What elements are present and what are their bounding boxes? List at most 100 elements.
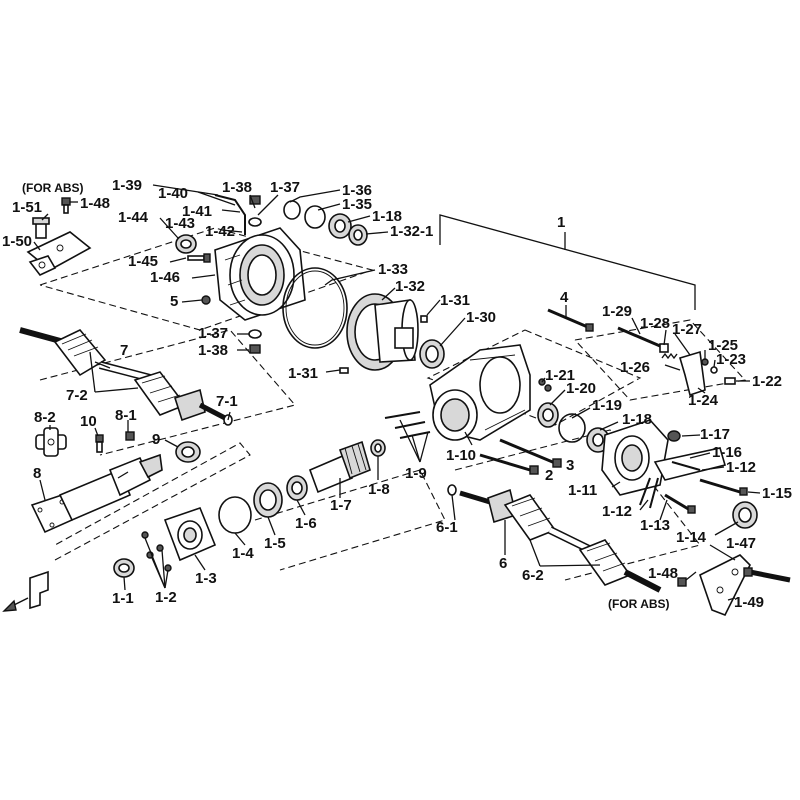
- bearing-1-20: [537, 402, 559, 428]
- label-1-10: 1-10: [446, 447, 476, 464]
- label-4: 4: [560, 289, 569, 306]
- label-1-15: 1-15: [762, 485, 792, 502]
- label-1-12-bottom: 1-12: [602, 503, 632, 520]
- o-ring-1-19: [558, 413, 586, 443]
- washer-1-28: [659, 343, 669, 353]
- bolt-10: [95, 434, 104, 453]
- abs-sensor-top: [32, 217, 50, 239]
- label-1-20: 1-20: [566, 380, 596, 397]
- label-1-27: 1-27: [672, 321, 702, 338]
- bolt-1-48-bottom: [677, 577, 687, 587]
- label-1-40: 1-40: [158, 185, 188, 202]
- washer-1-37-top: [248, 217, 262, 227]
- bolt-1-15: [699, 478, 748, 496]
- label-1-21: 1-21: [545, 367, 575, 384]
- frame-main-right: [426, 329, 642, 426]
- flange-cover-1-3: [163, 506, 217, 562]
- bolt-3: [499, 438, 562, 468]
- oil-seal-9: [175, 441, 201, 463]
- label-1-9: 1-9: [405, 465, 427, 482]
- o-ring-1-35: [304, 205, 326, 229]
- bolt-2: [479, 453, 539, 475]
- bearing-1-18-top: [328, 213, 352, 239]
- o-ring-1-4: [218, 496, 252, 534]
- label-1-7: 1-7: [330, 497, 352, 514]
- drive-shaft-6: [447, 484, 662, 593]
- pin-1-31-bottom: [339, 367, 349, 374]
- label-1-16: 1-16: [712, 444, 742, 461]
- label-7-1: 7-1: [216, 393, 238, 410]
- nut-1-38-bottom: [249, 344, 261, 354]
- label-1-17: 1-17: [700, 426, 730, 443]
- bearing-1-8: [370, 439, 386, 457]
- label-1-11: 1-11: [568, 482, 597, 499]
- label-1-32: 1-32: [395, 278, 425, 295]
- label-6-1: 6-1: [436, 519, 458, 536]
- bolt-1-45: [187, 253, 211, 263]
- label-1-26: 1-26: [620, 359, 650, 376]
- label-1-8: 1-8: [368, 481, 390, 498]
- label-8: 8: [33, 465, 41, 482]
- plug-1-17: [667, 430, 681, 442]
- label-1-28: 1-28: [640, 315, 670, 332]
- oil-seal-1-1: [113, 558, 135, 578]
- bolt-1-9: [384, 411, 431, 439]
- universal-joint-8-2: [35, 427, 67, 457]
- bearing-1-30: [419, 339, 445, 369]
- label-1-47: 1-47: [726, 535, 756, 552]
- assembly-1-bracket: [439, 214, 696, 310]
- label-5: 5: [170, 293, 178, 310]
- label-1-48-top: 1-48: [80, 195, 110, 212]
- pinion-gear-1-7: [308, 440, 371, 494]
- abs-sensor-bracket-bottom: [699, 554, 751, 617]
- frame-axle-left: [39, 329, 296, 456]
- ring-gear-1-32: [346, 293, 419, 371]
- propeller-shaft-8: [30, 453, 163, 534]
- nut-1-38-top: [249, 195, 261, 205]
- label-1-24: 1-24: [688, 392, 719, 409]
- o-ring-1-36: [283, 200, 301, 220]
- label-1-31-top: 1-31: [440, 292, 470, 309]
- frame-front-housing: [39, 227, 374, 331]
- label-1-6: 1-6: [295, 515, 317, 532]
- label-1-36: 1-36: [342, 182, 372, 199]
- label-1-38-top: 1-38: [222, 179, 252, 196]
- label-1-37-top: 1-37: [270, 179, 300, 196]
- label-10: 10: [80, 413, 97, 430]
- label-1-29: 1-29: [602, 303, 632, 320]
- frame-fork-shaft: [574, 319, 747, 401]
- bolt-1-48-top: [61, 197, 71, 214]
- label-1-23: 1-23: [716, 351, 746, 368]
- label-1-38-bottom: 1-38: [198, 342, 228, 359]
- label-1-43: 1-43: [165, 215, 195, 232]
- vent-tube-1-39: [214, 194, 246, 235]
- bearing-1-6: [286, 475, 308, 501]
- callout-labels: (FOR ABS) (FOR ABS) 1-51 1-48 1-50 1-39 …: [2, 177, 792, 611]
- bearing-1-5: [253, 482, 283, 518]
- label-1-37-bottom: 1-37: [198, 325, 228, 342]
- abs-sensor-bracket-top: [26, 231, 92, 276]
- label-1-31-bottom: 1-31: [288, 365, 318, 382]
- shaft-1-29: [617, 326, 661, 348]
- label-1-32-1: 1-32-1: [390, 223, 433, 240]
- label-1-13: 1-13: [640, 517, 670, 534]
- label-1-18-top: 1-18: [372, 208, 402, 225]
- label-1-12-right: 1-12: [726, 459, 756, 476]
- label-1-4: 1-4: [232, 545, 254, 562]
- label-8-2: 8-2: [34, 409, 56, 426]
- o-ring-1-33: [282, 267, 348, 349]
- plug-1-22: [724, 377, 736, 385]
- leader-lines: [33, 184, 761, 601]
- oil-seal-1-44: [175, 234, 197, 254]
- label-1-48-bottom: 1-48: [648, 565, 678, 582]
- label-1-44: 1-44: [118, 209, 149, 226]
- rear-cover-1-11: [601, 419, 669, 496]
- label-3: 3: [566, 457, 574, 474]
- shift-fork-1-24: [679, 350, 706, 397]
- label-1-41: 1-41: [182, 203, 212, 220]
- label-6-2: 6-2: [522, 567, 544, 584]
- label-1-30: 1-30: [466, 309, 496, 326]
- gear-case-1-10: [429, 344, 531, 441]
- label-1-39: 1-39: [112, 177, 142, 194]
